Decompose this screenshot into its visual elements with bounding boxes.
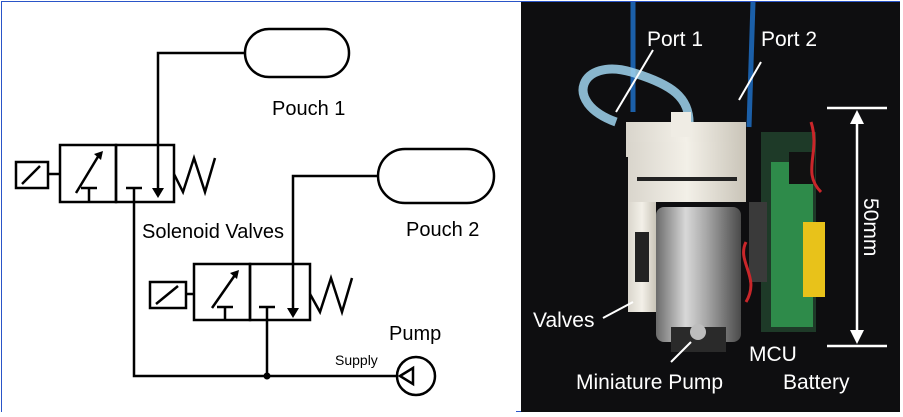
battery-label: Battery	[783, 371, 850, 394]
port-2-label: Port 2	[761, 28, 817, 51]
miniature-pump	[656, 207, 741, 352]
pouch-1-label: Pouch 1	[272, 98, 345, 120]
pouch-2-shape	[376, 147, 496, 205]
device-photo-panel: Port 1 Port 2 50mm Valves Miniature Pump…	[521, 2, 900, 412]
valves-body	[626, 112, 746, 312]
mcu-label: MCU	[749, 343, 797, 366]
pump-symbol	[395, 355, 437, 397]
port-tubes	[578, 2, 756, 128]
schematic-diagram: Pouch 1 Pouch 2 Solenoid Valves Pump Sup…	[14, 27, 496, 397]
port-1-label: Port 1	[647, 28, 703, 51]
pouch-1-shape	[243, 27, 351, 79]
solenoid-valve-1	[14, 143, 217, 204]
solenoid-valve-2	[148, 262, 354, 322]
device-illustration: Port 1 Port 2 50mm Valves Miniature Pump…	[533, 2, 887, 394]
dimension-line	[827, 106, 887, 348]
pouch-2-label: Pouch 2	[406, 219, 479, 241]
valves-label: Valves	[533, 309, 594, 332]
pneumatic-schematic-panel: Pouch 1 Pouch 2 Solenoid Valves Pump Sup…	[2, 2, 516, 412]
junction-dot	[263, 372, 271, 380]
solenoid-valves-label: Solenoid Valves	[142, 221, 284, 243]
supply-label: Supply	[335, 352, 378, 368]
mcu-battery-stack	[742, 121, 825, 332]
dimension-label: 50mm	[859, 198, 882, 256]
pump-label: Pump	[389, 323, 441, 345]
miniature-pump-label: Miniature Pump	[576, 371, 723, 394]
